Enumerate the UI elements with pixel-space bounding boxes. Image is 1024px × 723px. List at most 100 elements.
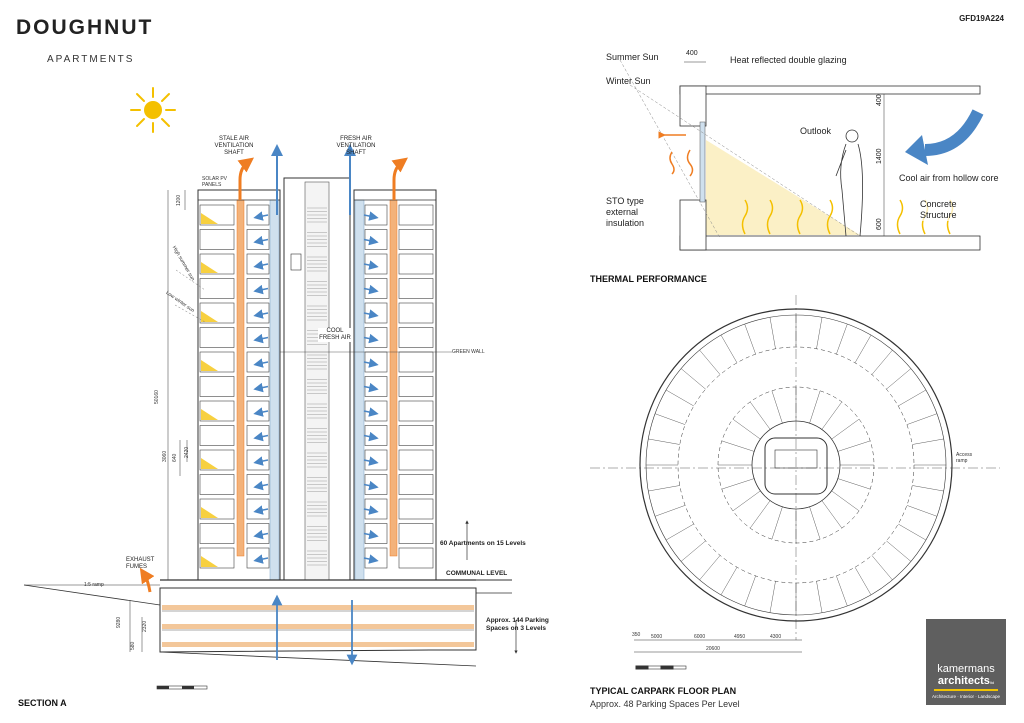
fresh-air-arrow (253, 235, 269, 246)
apartment-unit (398, 327, 434, 348)
parking-bay-divider (886, 368, 912, 390)
parking-bay-divider (680, 540, 706, 562)
apartment-unit (364, 302, 388, 324)
apartment-unit (364, 351, 388, 373)
parking-bay-divider (831, 490, 860, 512)
sunlight-wedge (201, 262, 218, 273)
sunlight-wedge (201, 507, 218, 518)
thermal-detail-drawing (619, 59, 984, 251)
parking-bay-divider (749, 500, 771, 529)
dim-floor: 3060 (162, 450, 168, 462)
parking-bay-divider (912, 485, 944, 492)
parking-bay-divider (906, 413, 938, 425)
label-stale-air-shaft: STALE AIR VENTILATION SHAFT (214, 136, 254, 156)
firm-logo: kamermans architectsltd Architecture · I… (926, 619, 1006, 705)
fresh-air-arrow (363, 505, 379, 515)
fresh-air-arrow (253, 211, 269, 221)
parking-bay-divider (771, 506, 783, 540)
apartment-unit (364, 376, 388, 397)
fresh-air-arrow (253, 260, 269, 270)
apartment-unit (199, 278, 235, 299)
apartment-unit (364, 327, 388, 348)
parking-bay-divider (821, 401, 843, 430)
carpark-heading: TYPICAL CARPARK FLOOR PLAN (590, 686, 737, 696)
apartment-unit (199, 474, 235, 495)
parking-bay-divider (732, 418, 761, 440)
apartment-unit (199, 376, 235, 397)
fresh-air-arrow (363, 431, 379, 442)
parking-bay-divider (744, 575, 756, 607)
parking-bay-divider (654, 413, 686, 425)
apartment-unit (398, 400, 434, 422)
sunlight-wedge (201, 213, 218, 224)
section-a-drawing (23, 144, 518, 690)
parking-bay-divider (720, 334, 738, 363)
label-exhaust-fumes: EXHAUST FUMES (126, 557, 155, 570)
parking-bay-divider (721, 478, 755, 490)
dim-2420: 2420 (184, 446, 190, 458)
dim-400a: 400 (686, 50, 698, 57)
label-access-ramp: Access ramp (956, 452, 973, 464)
fresh-air-arrow (363, 529, 379, 540)
parking-bay-divider (654, 505, 686, 517)
fresh-air-arrow (253, 456, 269, 466)
dim-400b: 400 (876, 94, 883, 106)
parking-bay-divider (837, 440, 871, 452)
parking-bay-divider (699, 349, 721, 375)
fresh-air-arrow (363, 284, 379, 295)
label-communal-level: COMMUNAL LEVEL (446, 570, 508, 577)
apartment-unit (398, 449, 434, 471)
fresh-air-arrow (363, 235, 379, 246)
apartment-unit (364, 523, 388, 544)
parking-bay-divider (831, 418, 860, 440)
apartment-unit (364, 278, 388, 299)
parking-bay-divider (665, 389, 694, 407)
dim-6000: 6000 (694, 634, 706, 640)
parking-bay-divider (769, 317, 776, 349)
fresh-air-arrow (253, 554, 269, 564)
parking-bay-divider (749, 401, 771, 430)
apartment-unit (199, 327, 235, 348)
firm-suffix: ltd (989, 680, 995, 685)
parking-bay-divider (648, 438, 680, 445)
carpark-subheading: Approx. 48 Parking Spaces Per Level (590, 699, 740, 709)
apartment-unit (199, 425, 235, 446)
apartment-unit (364, 474, 388, 495)
sunlight-wedge (201, 360, 218, 371)
parking-bay-divider (816, 581, 823, 613)
dim-20600: 20600 (706, 646, 720, 652)
parking-bay-divider (821, 500, 843, 529)
fresh-air-arrow (363, 309, 379, 319)
thermal-heading: THERMAL PERFORMANCE (590, 274, 707, 284)
parking-bay-divider (769, 581, 776, 613)
heat-wave (826, 199, 834, 235)
fresh-air-arrow (363, 260, 379, 270)
fresh-air-arrow (253, 382, 269, 393)
parking-bay-divider (871, 349, 893, 375)
sunlight-wedge (201, 311, 218, 322)
apartment-unit (364, 425, 388, 446)
label-concrete-structure: Concrete Structure (920, 199, 957, 221)
dim-4950: 4950 (734, 634, 746, 640)
parking-bay-divider (721, 440, 755, 452)
parking-bay-divider (699, 555, 721, 581)
firm-tagline: Architecture · Interior · Landscape (931, 694, 1001, 699)
label-ramp: 1:5 ramp (84, 582, 104, 588)
dim-5000: 5000 (651, 634, 663, 640)
apartment-unit (398, 278, 434, 299)
apartment-unit (398, 229, 434, 250)
firm-name-1: kamermans (937, 663, 995, 675)
dim-total-height: 50160 (154, 390, 160, 404)
label-apartments: 60 Apartments on 15 Levels (440, 540, 526, 547)
fresh-air-arrow (363, 358, 379, 368)
brand-title: DOUGHNUT (16, 16, 154, 39)
apartment-unit (398, 204, 434, 226)
fresh-air-arrow (253, 309, 269, 319)
fresh-air-arrow (253, 407, 269, 417)
label-parking: Approx. 144 Parking Spaces on 3 Levels (486, 617, 549, 632)
parking-bay-divider (680, 368, 706, 390)
fresh-air-arrow (363, 456, 379, 466)
label-green-wall: GREEN WALL (452, 349, 485, 355)
apartment-unit (199, 229, 235, 250)
